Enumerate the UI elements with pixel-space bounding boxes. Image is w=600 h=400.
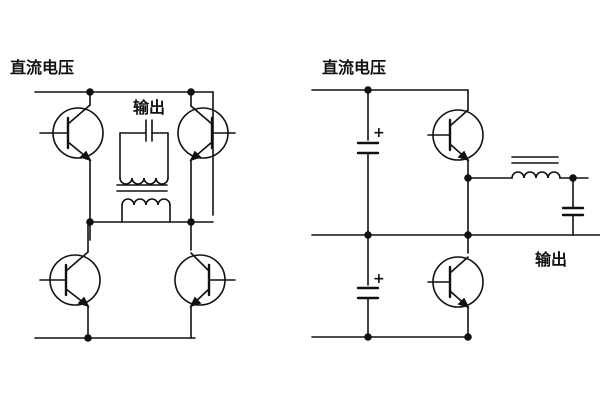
right-output-label: 输出 [535, 250, 568, 269]
left-output-network [119, 119, 169, 179]
transformer [116, 177, 171, 223]
half-bridge-circuit [311, 86, 600, 341]
cap-polarity-top: + [373, 125, 385, 141]
transistor-top-right [177, 91, 236, 162]
transistor-upper [427, 89, 484, 254]
transistor-bottom-right [174, 252, 236, 339]
left-supply-label: 直流电压 [10, 58, 75, 77]
transistor-bottom-left [39, 221, 101, 339]
transistor-lower [427, 256, 484, 338]
full-bridge-circuit [34, 88, 236, 342]
output-filter [467, 156, 589, 236]
cap-polarity-bottom: + [373, 271, 385, 287]
left-output-label: 输出 [133, 98, 166, 117]
transistor-top-left [39, 104, 104, 162]
right-supply-label: 直流电压 [322, 58, 387, 77]
